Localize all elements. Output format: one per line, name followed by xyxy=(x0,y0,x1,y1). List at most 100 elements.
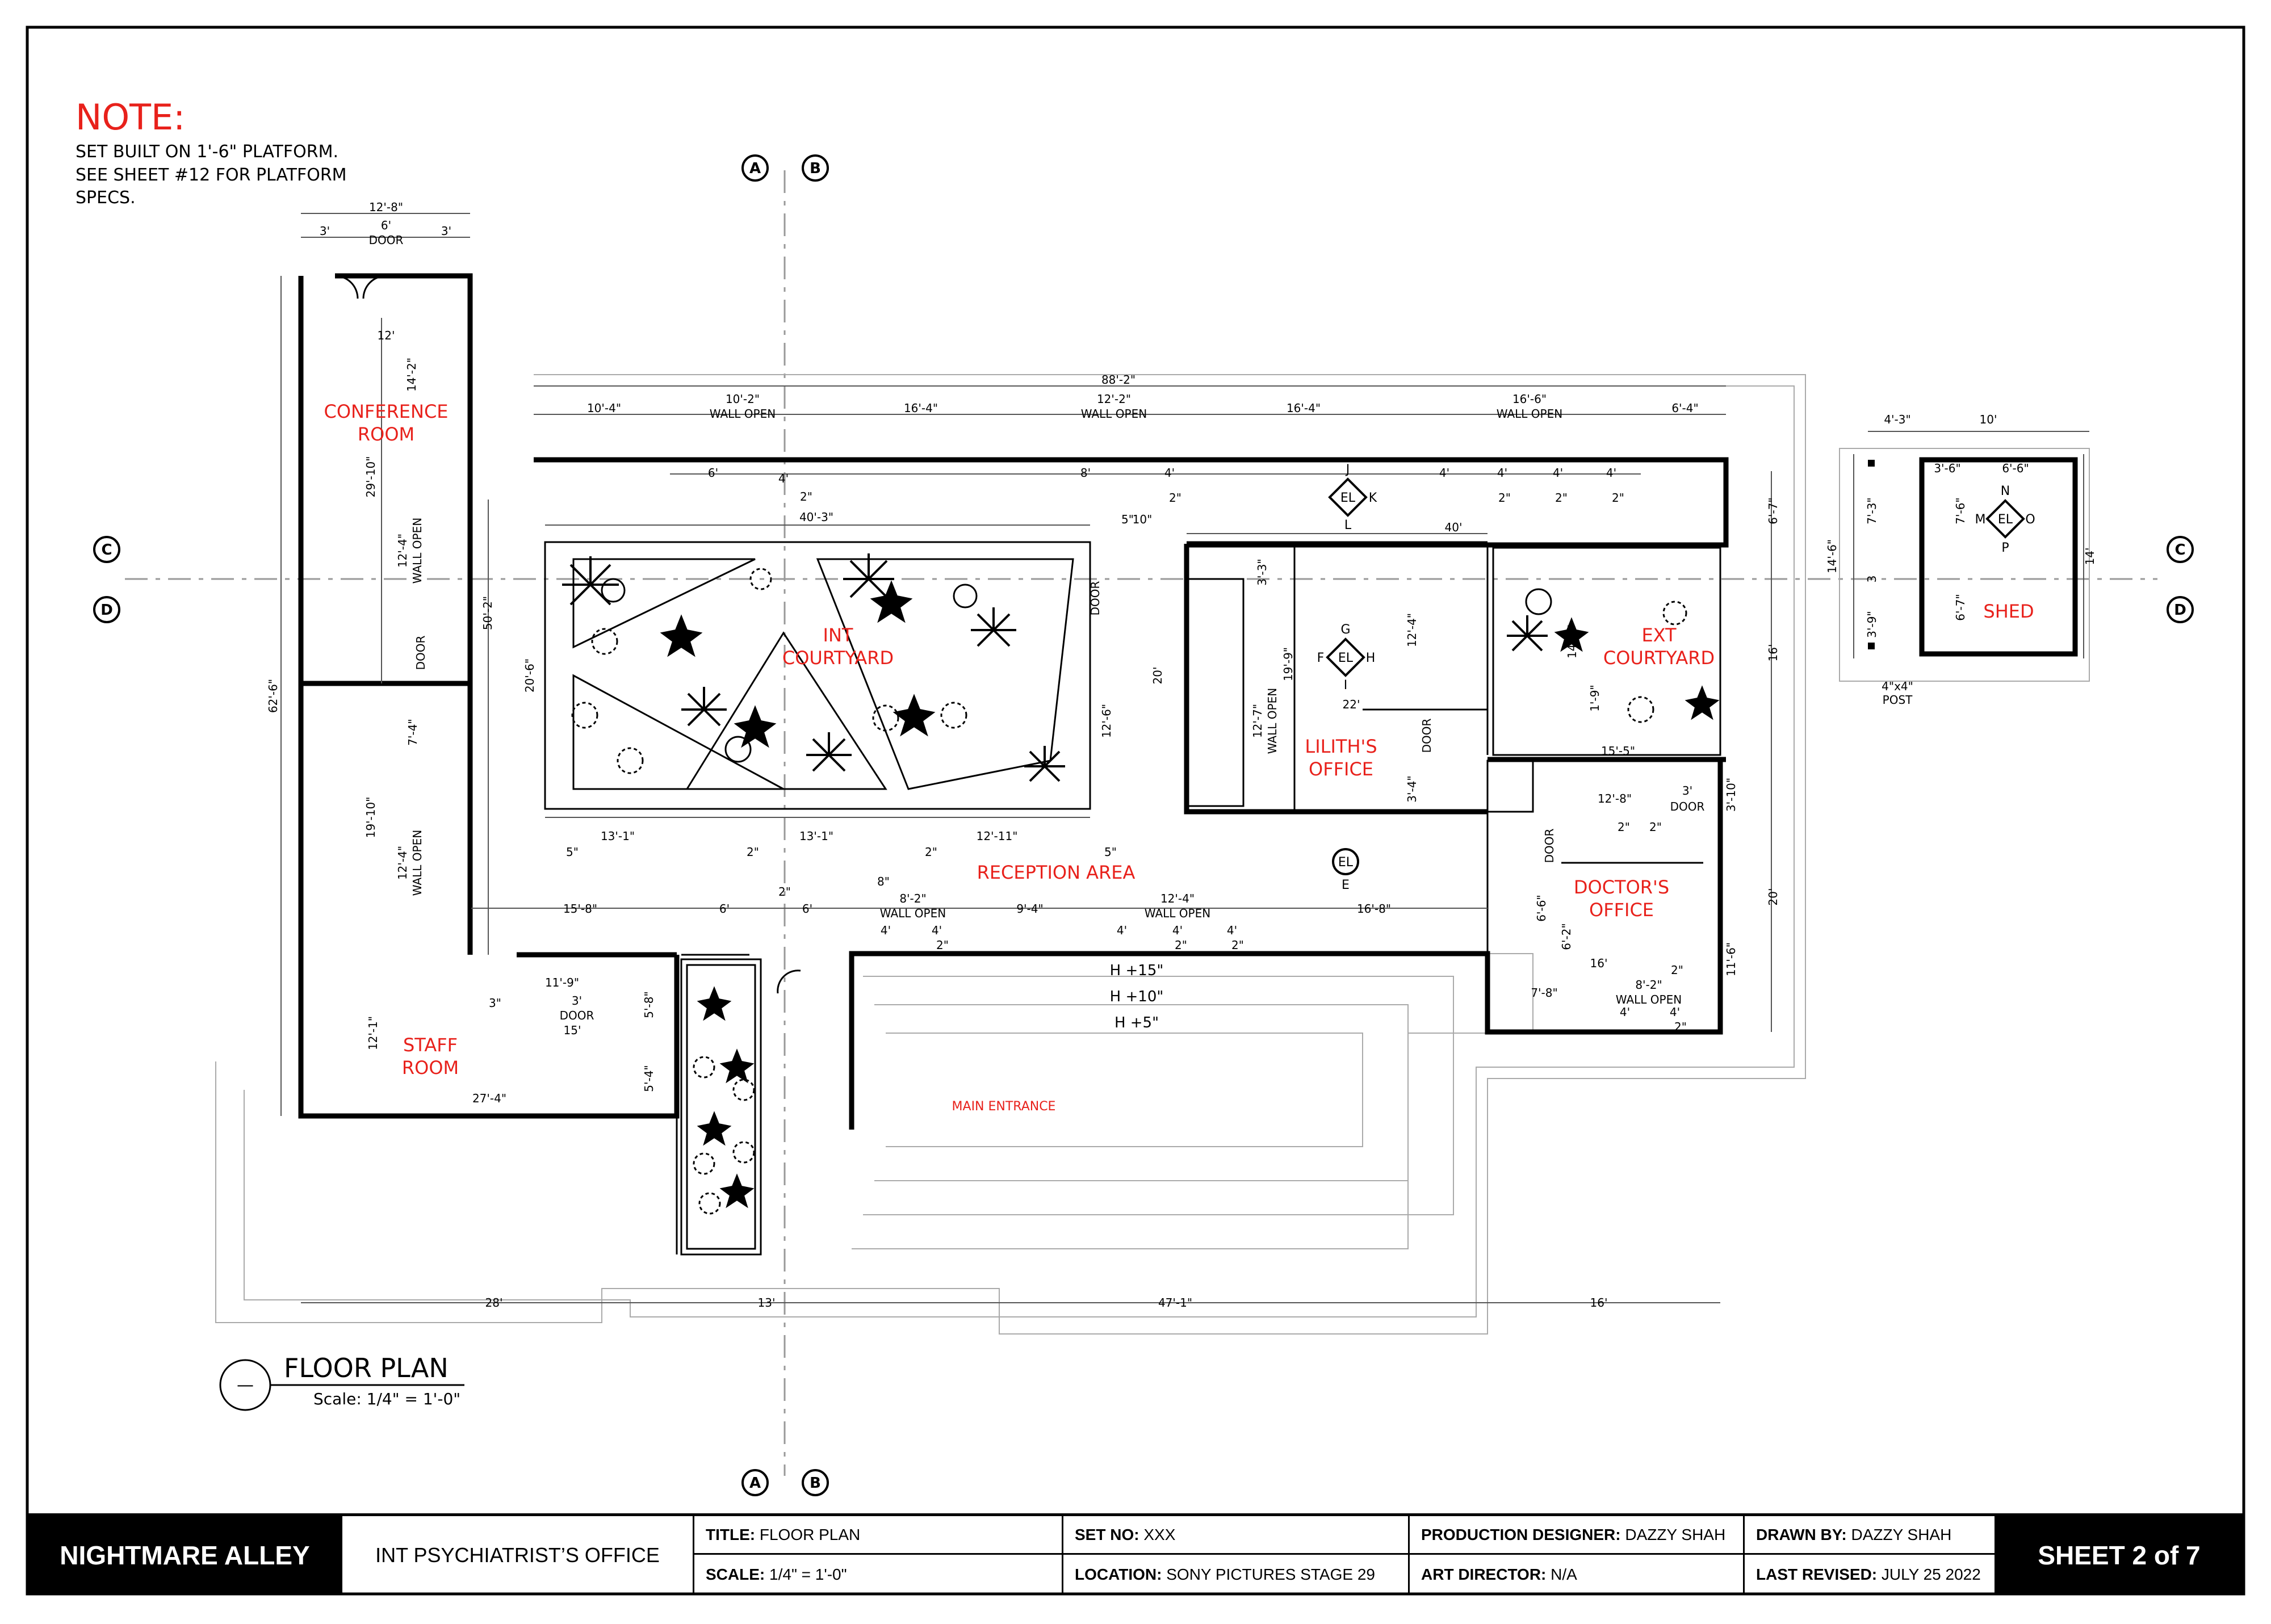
dim-label: 4' xyxy=(1553,466,1563,480)
scale-label: SCALE: xyxy=(706,1565,765,1583)
dim-label-vertical: 29'-10" xyxy=(364,456,378,498)
dim-label: 4' xyxy=(1670,1005,1680,1019)
sheet-number-cell: SHEET 2 of 7 xyxy=(1995,1516,2244,1594)
dim-label-vertical: 14'-2" xyxy=(405,358,418,392)
dim-label: WALL OPEN xyxy=(1616,993,1682,1006)
dim-label: 6' xyxy=(802,902,812,916)
grid-bubble-b-top xyxy=(802,154,829,182)
dim-label-vertical: 7'-6" xyxy=(1954,497,1967,524)
dim-label: 2" xyxy=(1175,938,1187,952)
dim-label-vertical: 12'-1" xyxy=(366,1016,380,1050)
dim-label: 16' xyxy=(1590,1296,1608,1310)
scale-value: 1/4" = 1'-0" xyxy=(769,1565,847,1583)
dim-label-vertical: 14'-1" xyxy=(1565,624,1579,658)
dim-label-vertical: DOOR xyxy=(1088,581,1102,616)
dim-label-vertical: 19'-10" xyxy=(364,797,378,838)
dim-label: 13' xyxy=(758,1296,776,1310)
grid-bubble-a-bottom xyxy=(741,1469,769,1496)
interior-lines xyxy=(334,275,1703,1256)
grid-label-c-right: C xyxy=(2174,542,2185,559)
plant-stars xyxy=(660,580,1720,1208)
set-number-label: SET NO: xyxy=(1075,1525,1139,1543)
elevation-f: F xyxy=(1317,651,1325,665)
dim-label-vertical: 20' xyxy=(1151,667,1164,685)
room-label-int-courtyard-1: INT xyxy=(823,624,853,646)
dim-label-vertical: 7'-3" xyxy=(1865,497,1879,524)
elevation-marker-shed xyxy=(1985,499,2025,539)
last-revised-value: JULY 25 2022 xyxy=(1881,1565,1981,1583)
dim-label: 28' xyxy=(485,1296,503,1310)
platform-height-10: H +10" xyxy=(1110,988,1164,1005)
dim-label: 3' xyxy=(320,224,330,238)
dim-label: 4' xyxy=(1117,924,1127,937)
dim-label-vertical: 12'-4" xyxy=(1405,613,1419,647)
dim-label: 88'-2" xyxy=(1101,373,1136,387)
last-revised-label: LAST REVISED: xyxy=(1756,1565,1878,1583)
dim-label-vertical: 3'-10" xyxy=(1724,778,1738,812)
title-block: NIGHTMARE ALLEY INT PSYCHIATRIST’S OFFIC… xyxy=(27,1513,2244,1594)
dim-label: 2" xyxy=(1618,820,1630,834)
dim-label-vertical: 14'-6" xyxy=(1825,539,1839,573)
production-title: NIGHTMARE ALLEY xyxy=(60,1540,310,1570)
dim-label: 10'-2" xyxy=(726,392,760,406)
dim-label: 8" xyxy=(877,875,890,888)
dim-label: 6'-6" xyxy=(2002,461,2029,475)
dim-label-vertical: 6'-7" xyxy=(1766,497,1780,524)
room-label-doctors-2: OFFICE xyxy=(1589,899,1654,921)
dim-label: 40' xyxy=(1445,521,1463,534)
elevation-label-shed: EL xyxy=(1998,513,2013,527)
dim-label: 3' xyxy=(441,224,451,238)
plan-title-marker: — xyxy=(237,1375,254,1395)
dim-label: 47'-1" xyxy=(1158,1296,1192,1310)
dim-label: 40'-3" xyxy=(799,510,833,524)
grid-bubble-d-left xyxy=(93,596,120,623)
grid-bubble-a-top xyxy=(741,154,769,182)
scale-field: SCALE: 1/4" = 1'-0" xyxy=(694,1555,1063,1594)
location-value: SONY PICTURES STAGE 29 xyxy=(1166,1565,1375,1583)
dim-label: 22' xyxy=(1343,698,1360,711)
dim-label: 4' xyxy=(778,472,789,485)
dim-label-vertical: 11'-6" xyxy=(1724,942,1738,976)
title-value: FLOOR PLAN xyxy=(759,1525,861,1543)
elevation-marker-top xyxy=(1328,477,1368,517)
elevation-marker-lilith xyxy=(1326,637,1365,677)
room-label-ext-courtyard-1: EXT xyxy=(1641,624,1677,646)
elevation-e: E xyxy=(1342,878,1350,892)
dim-label: 4"x4" xyxy=(1882,679,1913,693)
ext-courtyard-paving xyxy=(1492,547,1721,756)
sheet-number: SHEET 2 of 7 xyxy=(2038,1540,2201,1570)
production-title-cell: NIGHTMARE ALLEY xyxy=(27,1516,342,1594)
dim-label: 2" xyxy=(778,885,791,899)
dim-label: 12' xyxy=(378,329,395,342)
dim-label-vertical: 14' xyxy=(2083,548,2097,565)
dim-label: 12'-2" xyxy=(1097,392,1131,406)
plan-scale: Scale: 1/4" = 1'-0" xyxy=(313,1390,460,1408)
dim-label-vertical: 12'-4" xyxy=(396,534,409,568)
plants xyxy=(571,568,1687,1215)
drawn-by-field: DRAWN BY: DAZZY SHAH xyxy=(1745,1516,1995,1555)
grid-bubble-c-left xyxy=(93,536,120,563)
dimension-lines xyxy=(280,213,2089,1303)
grid-label-c-left: C xyxy=(101,542,112,559)
grid-label-a-bottom: A xyxy=(749,1475,761,1492)
dim-label-vertical: 6'-2" xyxy=(1560,923,1573,950)
dim-label: 16'-6" xyxy=(1512,392,1547,406)
room-label-reception: RECEPTION AREA xyxy=(977,862,1136,883)
dim-label-vertical: 12'-4" xyxy=(396,846,409,880)
note-title: NOTE: xyxy=(76,96,185,138)
dim-label-vertical: 1'-9" xyxy=(1588,685,1602,711)
room-label-liliths-1: LILITH'S xyxy=(1305,736,1377,757)
elevation-label-reception: EL xyxy=(1338,855,1354,870)
art-director-field: ART DIRECTOR: N/A xyxy=(1410,1555,1745,1594)
dim-label: 10'-4" xyxy=(587,401,621,415)
dim-label: 8'-2" xyxy=(899,892,926,905)
drawn-by-value: DAZZY SHAH xyxy=(1851,1525,1952,1543)
platform-height-15: H +15" xyxy=(1110,962,1164,979)
production-designer-value: DAZZY SHAH xyxy=(1625,1525,1726,1543)
dim-label: 10" xyxy=(1133,513,1153,526)
dim-label: 16'-8" xyxy=(1357,902,1391,916)
dim-label: 2" xyxy=(1169,491,1181,505)
dim-label: WALL OPEN xyxy=(1081,407,1147,421)
dim-label: 10' xyxy=(1980,413,1997,426)
